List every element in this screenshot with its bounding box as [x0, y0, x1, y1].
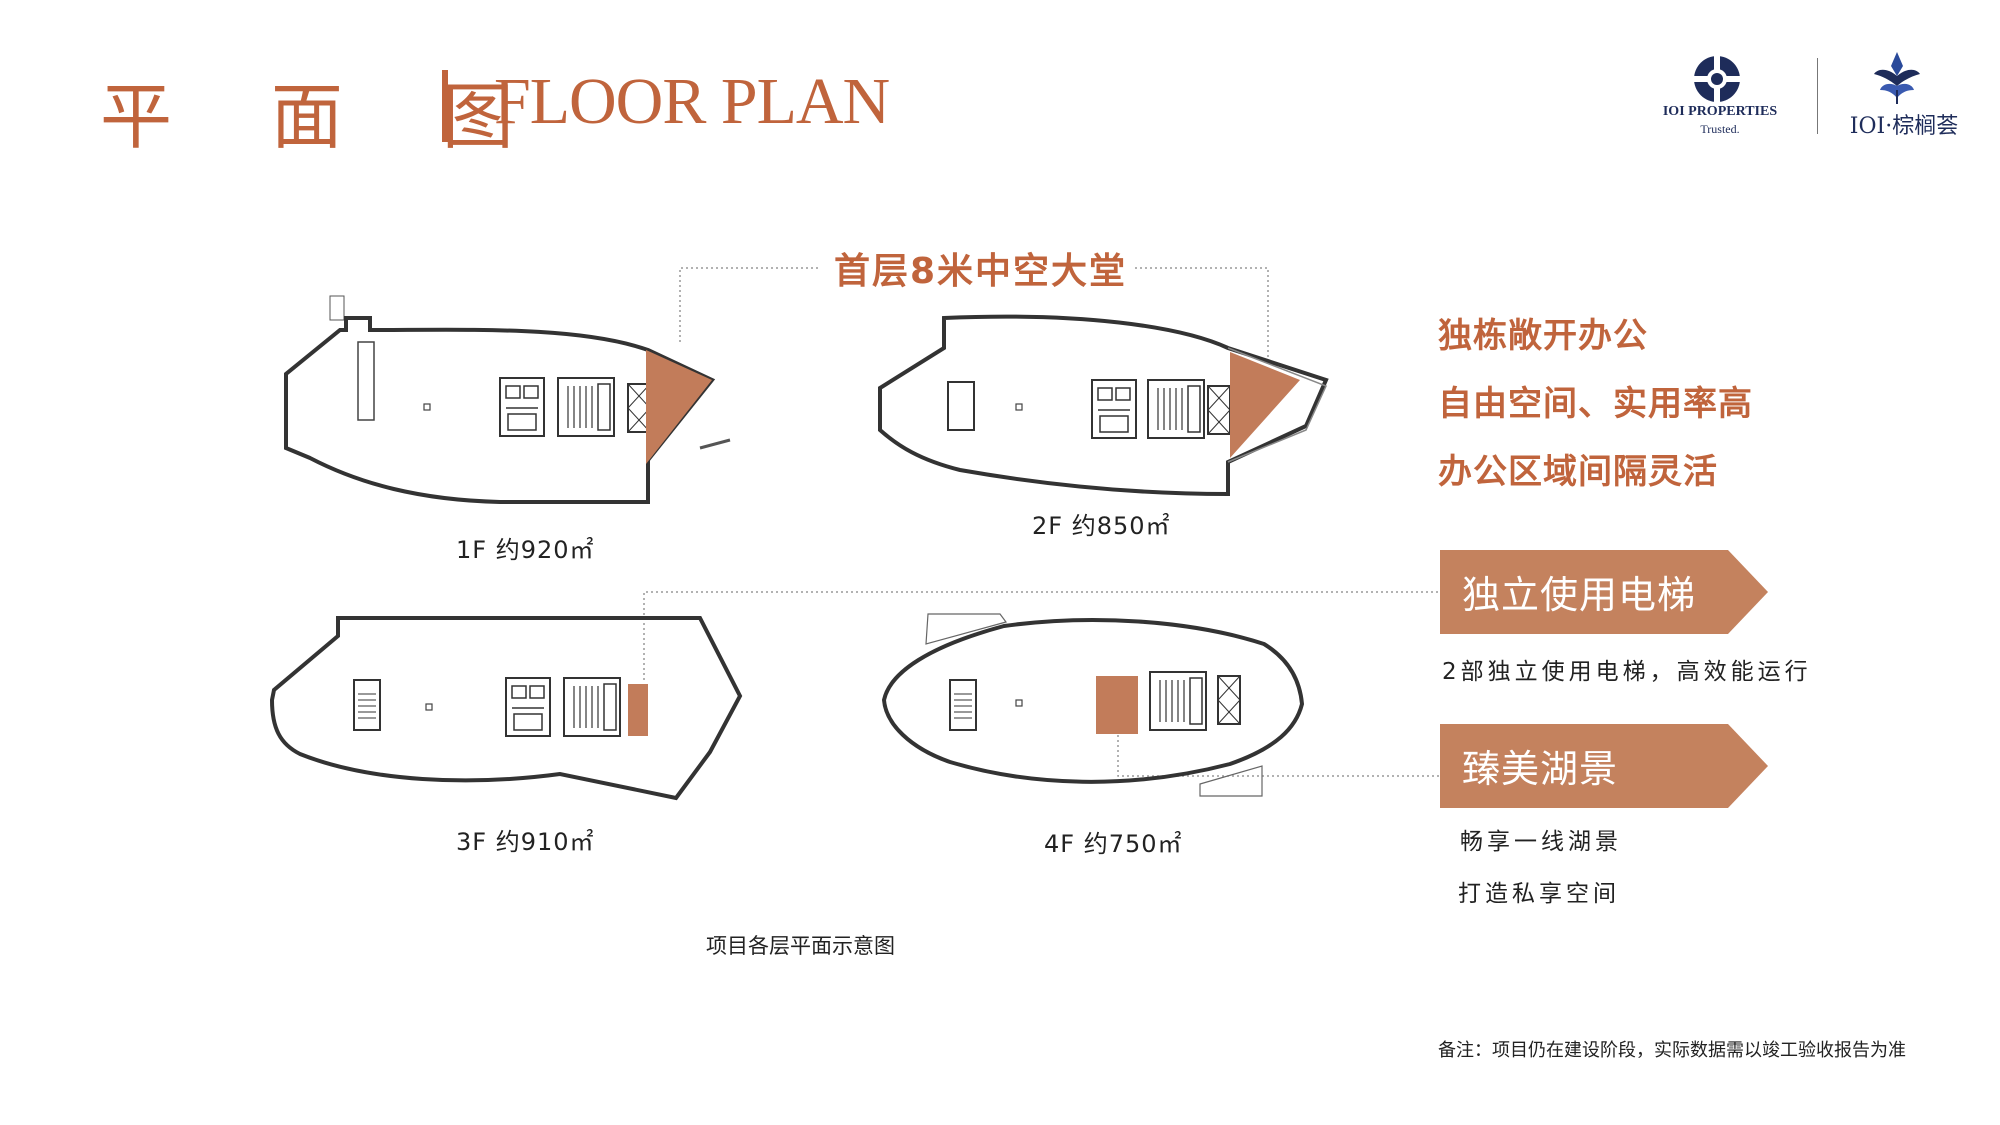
logo-area: IOI PROPERTIES Trusted. IOI·棕榈荟: [1640, 50, 1970, 140]
feature-item: 办公区域间隔灵活: [1438, 452, 1718, 492]
lake-view-connector: [1117, 720, 1440, 777]
feature-item: 独栋敞开办公: [1438, 316, 1648, 356]
floor-label-4f: 4F 约750㎡: [1044, 830, 1183, 858]
floor-plan-1f: [284, 295, 731, 504]
feature-item: 自由空间、实用率高: [1438, 384, 1753, 424]
logo-divider: [1817, 58, 1818, 134]
ioi-properties-name: IOI PROPERTIES: [1662, 104, 1778, 119]
banner-title: 臻美湖景: [1462, 747, 1619, 791]
ioi-tagline: Trusted.: [1700, 122, 1740, 136]
footnote: 备注：项目仍在建设阶段，实际数据需以竣工验收报告为准: [1438, 1040, 1906, 1061]
banner-arrow-shape: [1440, 550, 1768, 634]
elevator-connector: [643, 591, 1440, 680]
brand-name: IOI·棕榈荟: [1849, 114, 1959, 139]
page-title-english: FLOOR PLAN: [494, 65, 890, 138]
title-divider: [442, 70, 448, 142]
banner-elevator: 独立使用电梯: [1440, 550, 1768, 634]
floor-label-2f: 2F 约850㎡: [1032, 512, 1171, 540]
banner-description: 打造私享空间: [1458, 881, 1620, 907]
lobby-callout-connector: [679, 267, 1269, 360]
floor-label-1f: 1F 约920㎡: [456, 536, 595, 564]
banner-description: 畅享一线湖景: [1460, 829, 1622, 855]
lobby-callout: 首层8米中空大堂: [826, 242, 1136, 294]
plans-caption: 项目各层平面示意图: [706, 934, 895, 958]
floor-label-3f: 3F 约910㎡: [456, 828, 595, 856]
banner-description: 2部独立使用电梯，高效能运行: [1442, 659, 1812, 685]
banner-arrow-shape: [1440, 724, 1768, 808]
banner-lake-view: 臻美湖景: [1440, 724, 1768, 808]
palm-leaf-logo-icon: [1874, 52, 1920, 104]
feature-list: 独栋敞开办公 自由空间、实用率高 办公区域间隔灵活: [1438, 302, 1753, 506]
floor-plan-2f: [878, 314, 1329, 497]
floor-plan-3f: [269, 616, 743, 801]
ioi-logo-icon: [1694, 56, 1740, 102]
floor-plan-4f: [881, 613, 1305, 797]
banner-title: 独立使用电梯: [1462, 573, 1697, 617]
